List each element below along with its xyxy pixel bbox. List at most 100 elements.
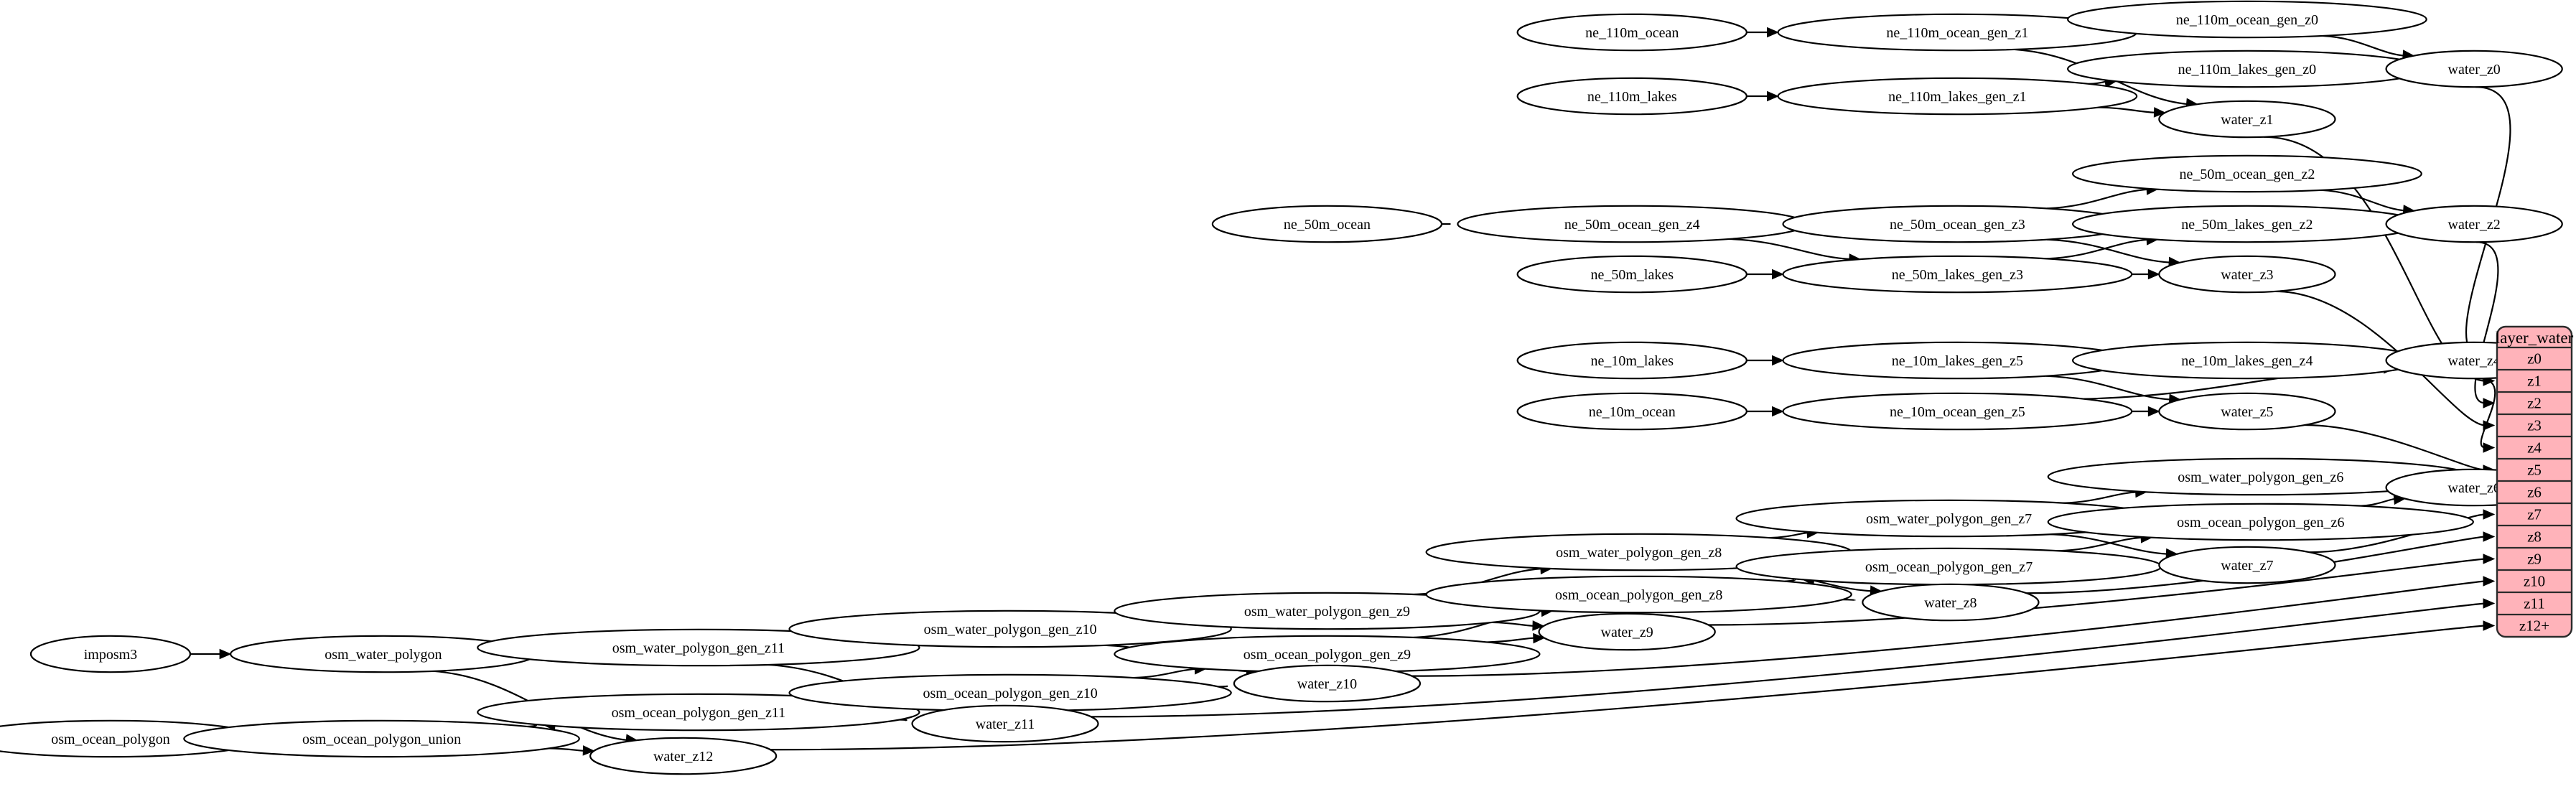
graph-node-osm_ocean_polygon_gen_z9[interactable]: osm_ocean_polygon_gen_z9 <box>1114 635 1541 673</box>
graph-node-osm_ocean_polygon_gen_z6[interactable]: osm_ocean_polygon_gen_z6 <box>2047 503 2474 541</box>
node-label: osm_ocean_polygon_gen_z6 <box>2177 515 2344 531</box>
graph-node-ne_10m_lakes_gen_z5[interactable]: ne_10m_lakes_gen_z5 <box>1782 341 2133 380</box>
node-ellipse <box>477 628 920 667</box>
graph-node-ne_110m_lakes[interactable]: ne_110m_lakes <box>1516 77 1747 116</box>
graph-node-ne_110m_ocean_gen_z0[interactable]: ne_110m_ocean_gen_z0 <box>2067 0 2427 39</box>
node-ellipse <box>1782 255 2133 294</box>
layer-table-row-z12+[interactable]: z12+ <box>2519 617 2549 635</box>
node-label: osm_ocean_polygon_union <box>302 732 461 747</box>
layer-table-row-z4[interactable]: z4 <box>2527 439 2542 457</box>
node-label: ne_10m_lakes <box>1590 353 1674 369</box>
node-ellipse <box>2071 154 2422 193</box>
node-label: ne_50m_ocean_gen_z3 <box>1890 217 2025 233</box>
graph-node-water_z0[interactable]: water_z0 <box>2385 50 2563 88</box>
graph-node-water_z1[interactable]: water_z1 <box>2158 100 2336 139</box>
layer-table-row-z2[interactable]: z2 <box>2527 395 2542 412</box>
node-label: water_z10 <box>1297 676 1357 692</box>
graph-node-osm_water_polygon_gen_z11[interactable]: osm_water_polygon_gen_z11 <box>477 628 920 667</box>
graph-node-osm_water_polygon[interactable]: osm_water_polygon <box>230 635 537 673</box>
layer-table-row-z0[interactable]: z0 <box>2527 350 2542 368</box>
graph-node-water_z9[interactable]: water_z9 <box>1538 612 1716 651</box>
node-label: osm_water_polygon_gen_z10 <box>924 622 1097 638</box>
node-label: ne_110m_lakes_gen_z0 <box>2178 62 2317 78</box>
edge-arrowhead <box>1772 406 1784 417</box>
layer-table-row-z10[interactable]: z10 <box>2524 573 2545 590</box>
graph-node-osm_ocean_polygon_gen_z8[interactable]: osm_ocean_polygon_gen_z8 <box>1425 575 1852 614</box>
graph-edge <box>2322 34 2406 57</box>
node-label: osm_ocean_polygon_gen_z8 <box>1555 587 1722 603</box>
node-label: water_z0 <box>2448 62 2501 78</box>
graph-edge <box>1091 602 2486 718</box>
layer-table-row-z1[interactable]: z1 <box>2527 373 2542 390</box>
graph-node-ne_50m_lakes_gen_z2[interactable]: ne_50m_lakes_gen_z2 <box>2071 205 2422 243</box>
graph-node-osm_water_polygon_gen_z10[interactable]: osm_water_polygon_gen_z10 <box>788 610 1232 648</box>
graph-node-ne_110m_lakes_gen_z1[interactable]: ne_110m_lakes_gen_z1 <box>1777 77 2138 116</box>
layer-table-row-z5[interactable]: z5 <box>2527 462 2542 479</box>
graph-edge <box>2320 189 2406 212</box>
layer-table-row-z8[interactable]: z8 <box>2527 528 2542 546</box>
graph-node-water_z8[interactable]: water_z8 <box>1862 583 2040 622</box>
node-label: osm_ocean_polygon_gen_z7 <box>1865 559 2033 575</box>
node-ellipse <box>1777 77 2138 116</box>
graph-node-osm_water_polygon_gen_z7[interactable]: osm_water_polygon_gen_z7 <box>1735 499 2162 538</box>
edge-arrowhead <box>582 745 595 756</box>
graph-node-osm_ocean_polygon_union[interactable]: osm_ocean_polygon_union <box>183 719 580 758</box>
graph-node-water_z3[interactable]: water_z3 <box>2158 255 2336 294</box>
layer-table-row-z11[interactable]: z11 <box>2524 595 2545 612</box>
edge-arrowhead <box>219 648 232 660</box>
graph-edge <box>2474 241 2499 404</box>
graph-node-water_z7[interactable]: water_z7 <box>2158 546 2336 584</box>
layer-table-row-z6[interactable]: z6 <box>2527 484 2542 501</box>
edge-arrowhead <box>2483 398 2496 408</box>
graph-node-ne_110m_lakes_gen_z0[interactable]: ne_110m_lakes_gen_z0 <box>2067 50 2427 88</box>
graph-node-ne_10m_lakes[interactable]: ne_10m_lakes <box>1516 341 1747 380</box>
node-ellipse <box>788 610 1232 648</box>
graph-node-water_z2[interactable]: water_z2 <box>2385 205 2563 243</box>
graph-node-water_z12[interactable]: water_z12 <box>589 737 778 775</box>
node-label: osm_ocean_polygon_gen_z9 <box>1243 647 1411 663</box>
graph-node-water_z11[interactable]: water_z11 <box>911 704 1099 743</box>
layer-table-row-z7[interactable]: z7 <box>2527 506 2542 523</box>
node-ellipse <box>1516 392 1747 431</box>
graph-edge <box>2478 378 2496 449</box>
graph-node-ne_10m_lakes_gen_z4[interactable]: ne_10m_lakes_gen_z4 <box>2071 341 2422 380</box>
graph-node-osm_ocean_polygon[interactable]: osm_ocean_polygon <box>0 719 264 758</box>
graph-node-ne_50m_lakes_gen_z3[interactable]: ne_50m_lakes_gen_z3 <box>1782 255 2133 294</box>
graph-node-osm_ocean_polygon_gen_z10[interactable]: osm_ocean_polygon_gen_z10 <box>788 673 1232 712</box>
edge-arrowhead <box>2483 598 2496 609</box>
graph-edge <box>2046 188 2150 210</box>
graph-edge <box>1708 558 2486 626</box>
node-ellipse <box>477 693 920 732</box>
node-label: water_z4 <box>2448 353 2501 369</box>
graph-node-ne_110m_ocean[interactable]: ne_110m_ocean <box>1516 13 1747 52</box>
node-label: water_z7 <box>2221 558 2273 574</box>
node-ellipse <box>1516 77 1747 116</box>
node-label: osm_ocean_polygon <box>51 732 170 747</box>
edge-arrowhead <box>1767 27 1779 38</box>
edge-arrowhead <box>2483 620 2496 631</box>
graph-node-ne_50m_ocean_gen_z2[interactable]: ne_50m_ocean_gen_z2 <box>2071 154 2422 193</box>
node-ellipse <box>1211 205 1443 243</box>
graph-node-osm_water_polygon_gen_z9[interactable]: osm_water_polygon_gen_z9 <box>1114 592 1541 630</box>
graph-node-water_z5[interactable]: water_z5 <box>2158 392 2336 431</box>
graph-node-osm_ocean_polygon_gen_z11[interactable]: osm_ocean_polygon_gen_z11 <box>477 693 920 732</box>
graph-node-ne_50m_lakes[interactable]: ne_50m_lakes <box>1516 255 1747 294</box>
edge-arrowhead <box>1772 269 1784 280</box>
graph-node-ne_110m_ocean_gen_z1[interactable]: ne_110m_ocean_gen_z1 <box>1777 13 2138 52</box>
graph-node-ne_50m_ocean_gen_z4[interactable]: ne_50m_ocean_gen_z4 <box>1457 205 1808 243</box>
layer-table-row-z9[interactable]: z9 <box>2527 551 2542 568</box>
graph-node-ne_10m_ocean[interactable]: ne_10m_ocean <box>1516 392 1747 431</box>
node-label: water_z1 <box>2221 112 2273 128</box>
graph-node-ne_50m_ocean[interactable]: ne_50m_ocean <box>1211 205 1443 243</box>
graph-node-water_z10[interactable]: water_z10 <box>1233 664 1422 703</box>
graph-node-osm_ocean_polygon_gen_z7[interactable]: osm_ocean_polygon_gen_z7 <box>1735 547 2162 586</box>
node-label: osm_water_polygon <box>325 647 442 663</box>
layer-table-row-z3[interactable]: z3 <box>2527 417 2542 434</box>
node-label: water_z12 <box>653 749 713 765</box>
graph-node-imposm3[interactable]: imposm3 <box>29 635 192 673</box>
node-ellipse <box>183 719 580 758</box>
edge-arrowhead <box>2153 107 2166 118</box>
graph-node-ne_10m_ocean_gen_z5[interactable]: ne_10m_ocean_gen_z5 <box>1782 392 2133 431</box>
node-label: osm_ocean_polygon_gen_z10 <box>923 686 1097 701</box>
